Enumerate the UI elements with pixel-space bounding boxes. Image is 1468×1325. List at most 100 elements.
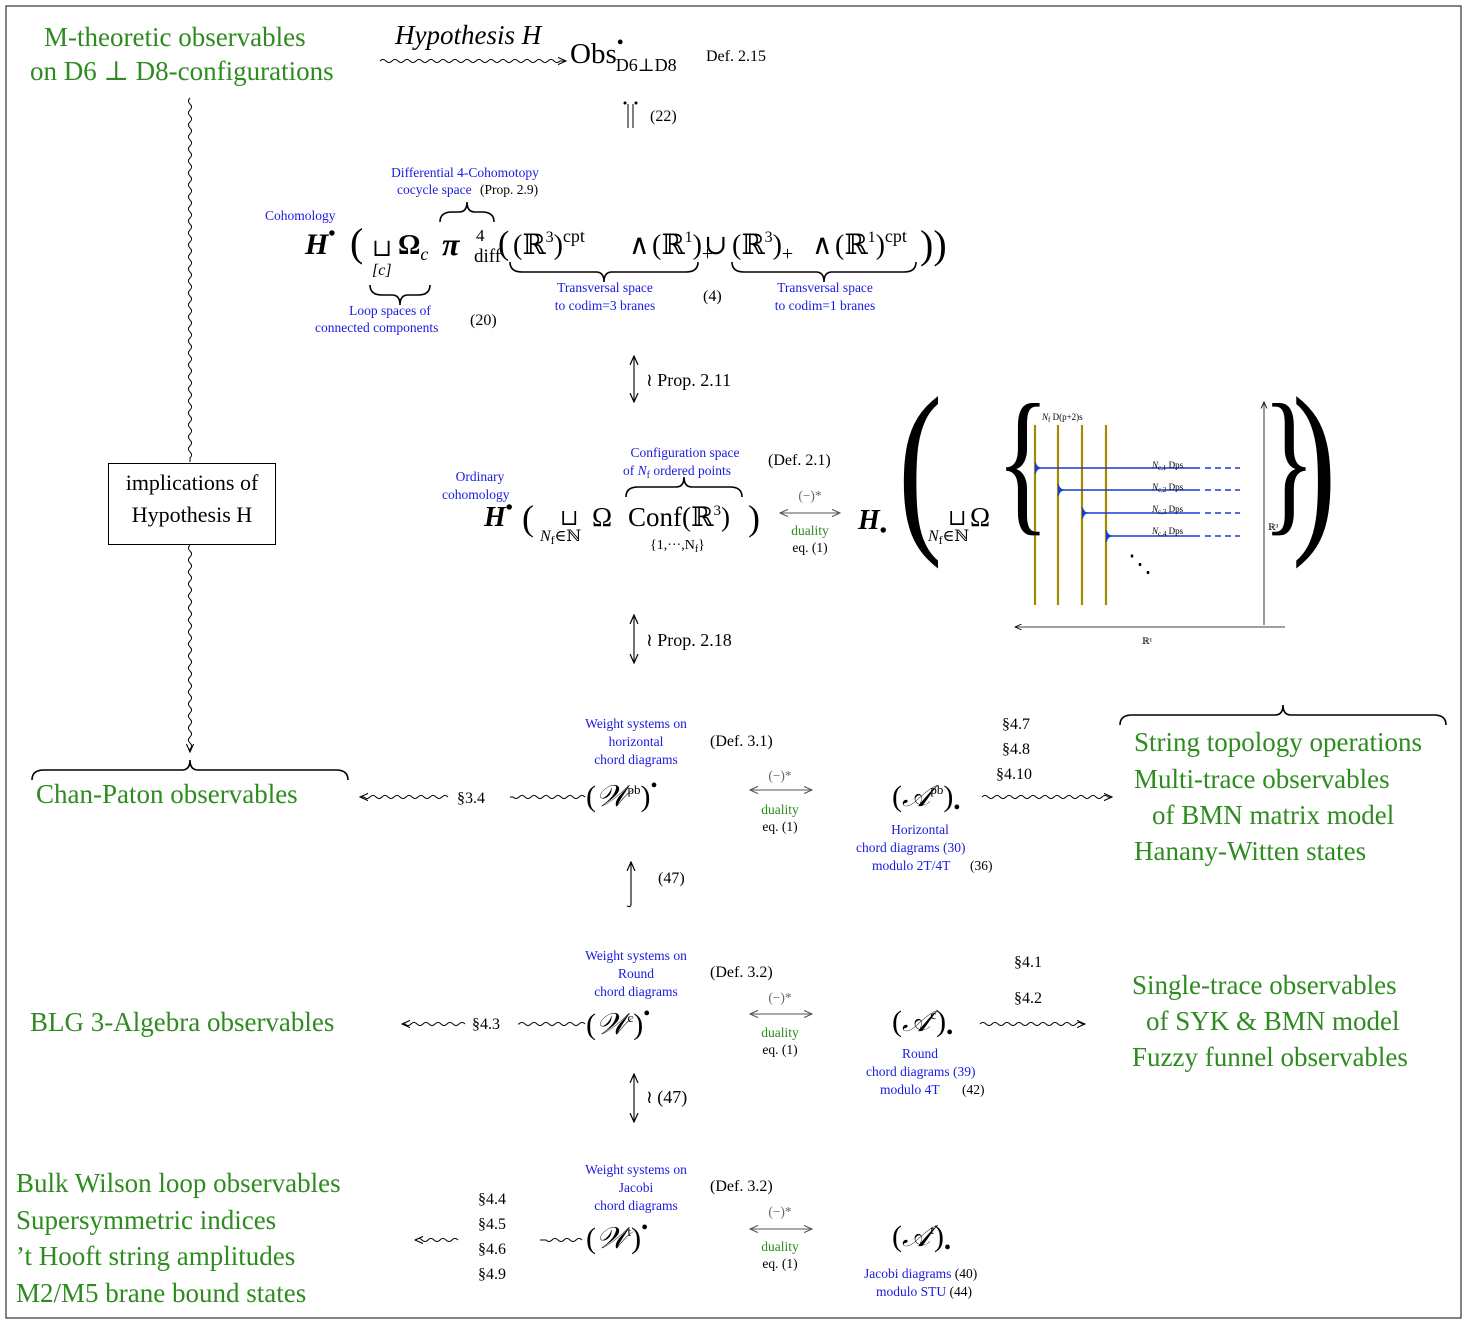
sqcup-row2: ⊔ <box>560 505 579 530</box>
W-c: (𝒲c)• <box>586 1003 651 1041</box>
A-t: (𝒜t)• <box>892 1220 952 1259</box>
term-r1-plus: (ℝ1)+ <box>652 229 714 265</box>
sqcup-row2b: ⊔ <box>948 505 967 530</box>
m-theory-label-line1: M-theoretic observables <box>44 22 306 52</box>
brane-label-2: Nc,2 Dps <box>1152 482 1184 494</box>
paren-close-big: ) <box>1292 360 1337 570</box>
diff-cohomotopy-line2: cocycle space <box>397 182 472 197</box>
prop-2-9: (Prop. 2.9) <box>480 182 539 197</box>
horizontal-line1: Horizontal <box>891 822 949 837</box>
outer-frame <box>5 5 1462 1319</box>
brane-picture <box>1015 402 1285 627</box>
cup-symbol: ∪ <box>704 230 728 261</box>
omega-row2: Ω <box>592 502 613 532</box>
paren-close-row2: ) <box>748 498 760 538</box>
H-upper-row2: H• <box>484 497 513 533</box>
ws-t-line3: chord diagrams <box>594 1198 678 1213</box>
sec43-squiggle-right <box>518 1021 586 1027</box>
duality-row3: duality <box>761 802 799 817</box>
hypothesis-squiggle-arrow <box>379 59 566 62</box>
duality-row4: duality <box>761 1025 799 1040</box>
def-3-1: (Def. 3.1) <box>710 733 773 750</box>
dual-top-row5: (−)* <box>768 1204 792 1219</box>
pi-diff-row1: π <box>442 226 460 262</box>
bmn-matrix-label: of BMN matrix model <box>1152 800 1395 830</box>
iso-prop-2-18: ≀ Prop. 2.18 <box>646 630 732 650</box>
pi-sub-row1: diff <box>474 246 502 267</box>
loop-spaces-line2: connected components <box>315 320 439 335</box>
nf-dp2-label: Nf D(p+2)s <box>1042 412 1083 424</box>
duality-row2: duality <box>791 523 829 538</box>
implications-squiggle-upper <box>187 97 193 462</box>
sec34-squiggle-right <box>510 794 586 800</box>
nc-brane-funnel-4 <box>1105 529 1113 543</box>
ordinary-cohomology-line2: cohomology <box>442 487 510 502</box>
cohomology-label: Cohomology <box>265 208 336 223</box>
chan-paton-label: Chan-Paton observables <box>36 779 298 809</box>
config-space-line1: Configuration space <box>630 445 740 460</box>
ws-c-line1: Weight systems on <box>585 948 687 963</box>
r1-axis-label: ℝ¹ <box>1142 636 1153 646</box>
eq1-row2: eq. (1) <box>792 540 828 555</box>
dual-top-row4: (−)* <box>768 990 792 1005</box>
transversal3-line2: to codim=3 branes <box>554 298 656 313</box>
r3-axis-label: ℝ³ <box>1268 522 1279 532</box>
row5-squiggle-arrow <box>415 1238 459 1241</box>
eq-42-label: (42) <box>962 1082 985 1097</box>
wedge-1: ∧ <box>629 230 650 261</box>
sqcup-row1: ⊔ <box>372 236 393 262</box>
loop-spaces-line1: Loop spaces of <box>349 303 431 318</box>
term-r3-plus: (ℝ3)+ <box>732 229 794 265</box>
ws-t-line2: Jacobi <box>618 1180 654 1195</box>
bulk-wilson-label: Bulk Wilson loop observables <box>16 1168 341 1198</box>
fuzzy-funnel-label: Fuzzy funnel observables <box>1132 1042 1408 1072</box>
diff-cohomotopy-line1: Differential 4-Cohomotopy <box>391 165 539 180</box>
wedge-2: ∧ <box>812 230 833 261</box>
duality-row5: duality <box>761 1239 799 1254</box>
syk-bmn-label: of SYK & BMN model <box>1146 1006 1400 1036</box>
blg-squiggle-arrow <box>402 1022 466 1025</box>
hypothesis-label: Hypothesis H <box>395 20 542 50</box>
jacobi-line2: modulo STU (44) <box>876 1284 973 1299</box>
eq47-upper-arrow <box>627 862 631 908</box>
jacobi-line1: Jacobi diagrams (40) <box>864 1266 978 1281</box>
brace-transversal3 <box>509 261 699 283</box>
implications-line1: implications of <box>125 470 259 495</box>
m2m5-label: M2/M5 brane bound states <box>16 1278 307 1308</box>
sqcup-sub-row2b: Nf∈ℕ <box>928 528 970 547</box>
transversal1-line1: Transversal space <box>777 280 873 295</box>
paren-close-row1: )) <box>920 222 947 267</box>
horizontal-line3: modulo 2T/4T <box>872 858 951 873</box>
term-r3-cpt: (ℝ3)cpt <box>513 226 585 261</box>
eq1-row4: eq. (1) <box>762 1042 798 1057</box>
multi-trace-label: Multi-trace observables <box>1134 764 1390 794</box>
eq-20-label: (20) <box>470 312 497 329</box>
W-t: (𝒲t)• <box>586 1217 649 1255</box>
eq-22-label: (22) <box>650 108 677 125</box>
brace-open-big: { <box>996 371 1050 549</box>
sec-4-9: §4.9 <box>478 1266 506 1283</box>
implications-box: implications of Hypothesis H <box>108 463 276 545</box>
iso-eq-47-lower: ≀ (47) <box>646 1087 688 1107</box>
hanany-witten-label: Hanany-Witten states <box>1134 836 1367 866</box>
sec-4-7: §4.7 <box>1002 716 1030 733</box>
nc-brane-funnel-3 <box>1081 506 1089 520</box>
paren-open-big: ( <box>898 360 943 570</box>
H-lower-row2: H• <box>858 505 887 542</box>
eq22-dot-b <box>634 101 638 105</box>
config-space-line2: of Nf ordered points <box>623 463 731 481</box>
m-theory-label-line2: on D6 ⊥ D8-configurations <box>30 56 334 86</box>
sec-4-6: §4.6 <box>478 1241 506 1258</box>
single-trace-squiggle-arrow <box>979 1022 1085 1025</box>
dual-top-row2: (−)* <box>798 488 822 503</box>
implications-squiggle-lower <box>188 544 191 752</box>
sec-4-5: §4.5 <box>478 1216 506 1233</box>
A-c: (𝒜c)• <box>892 1005 954 1044</box>
sec-4-1: §4.1 <box>1014 954 1042 971</box>
A-pb: (𝒜pb)• <box>892 780 961 819</box>
sec-4-10: §4.10 <box>996 766 1032 783</box>
def-3-2-row5: (Def. 3.2) <box>710 1178 773 1195</box>
susy-indices-label: Supersymmetric indices <box>16 1205 277 1235</box>
horizontal-line2: chord diagrams (30) <box>856 840 966 855</box>
thooft-label: ’t Hooft string amplitudes <box>16 1241 296 1271</box>
